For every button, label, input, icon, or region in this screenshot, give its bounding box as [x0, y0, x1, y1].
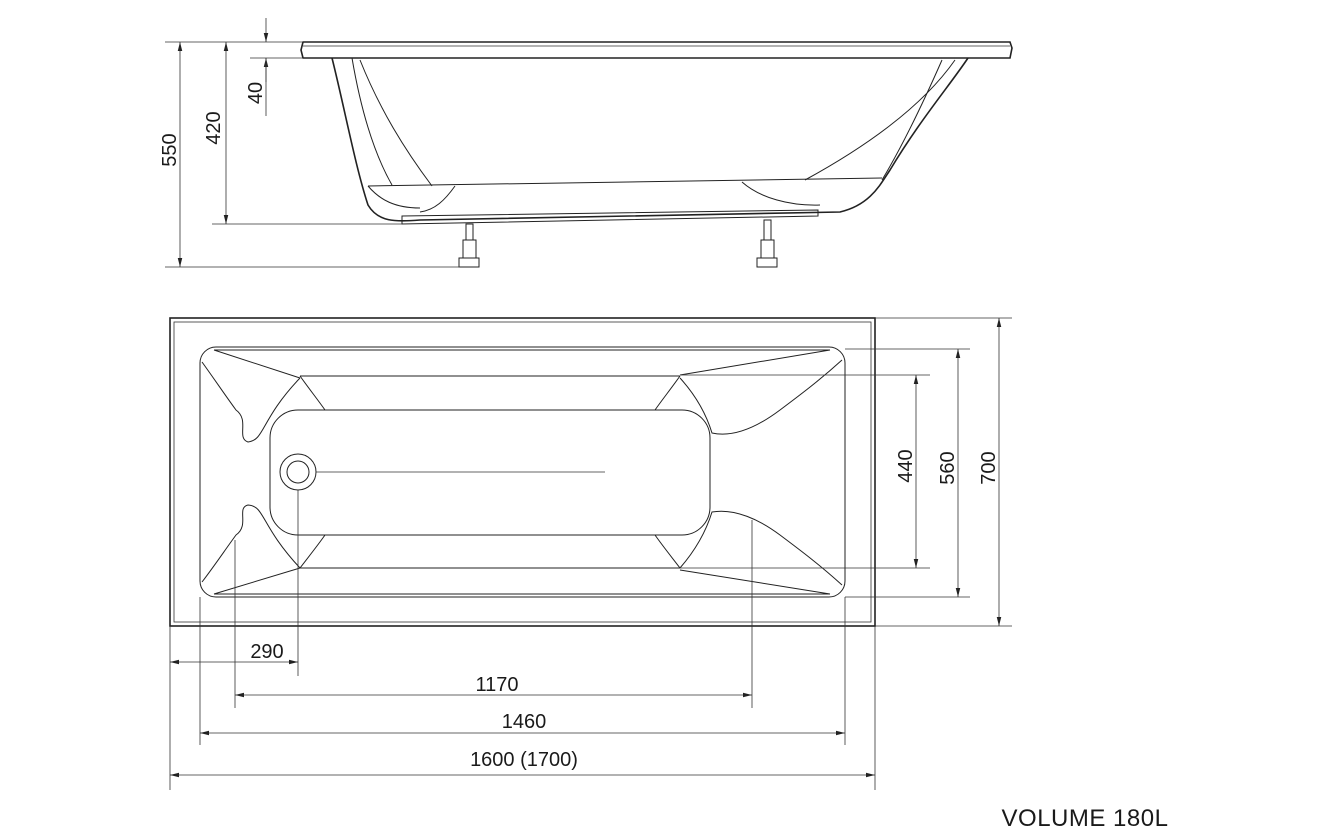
dim-440: 440 — [895, 449, 917, 482]
left-foot — [458, 223, 480, 268]
right-foot — [756, 219, 778, 268]
outer-rim — [169, 317, 876, 627]
drain-icon — [279, 453, 317, 491]
dim-40: 40 — [245, 82, 267, 104]
dim-550: 550 — [159, 133, 181, 166]
base-plate — [401, 209, 819, 225]
volume-label: VOLUME 180L — [1002, 805, 1169, 827]
tub-floor — [269, 409, 711, 536]
dim-290: 290 — [250, 641, 283, 663]
dim-560: 560 — [937, 451, 959, 484]
dim-700: 700 — [978, 451, 1000, 484]
tub-body — [331, 57, 969, 222]
dim-1600: 1600 (1700) — [470, 749, 578, 771]
dim-420: 420 — [203, 111, 225, 144]
dim-1460: 1460 — [502, 711, 547, 733]
tub-rim — [300, 41, 1013, 59]
top-view: 440 560 700 290 1170 1460 1600 (1700) — [169, 317, 1012, 790]
side-view: 550 420 40 — [159, 18, 1013, 268]
dim-1170: 1170 — [475, 674, 518, 696]
bowl-outline — [199, 346, 846, 598]
